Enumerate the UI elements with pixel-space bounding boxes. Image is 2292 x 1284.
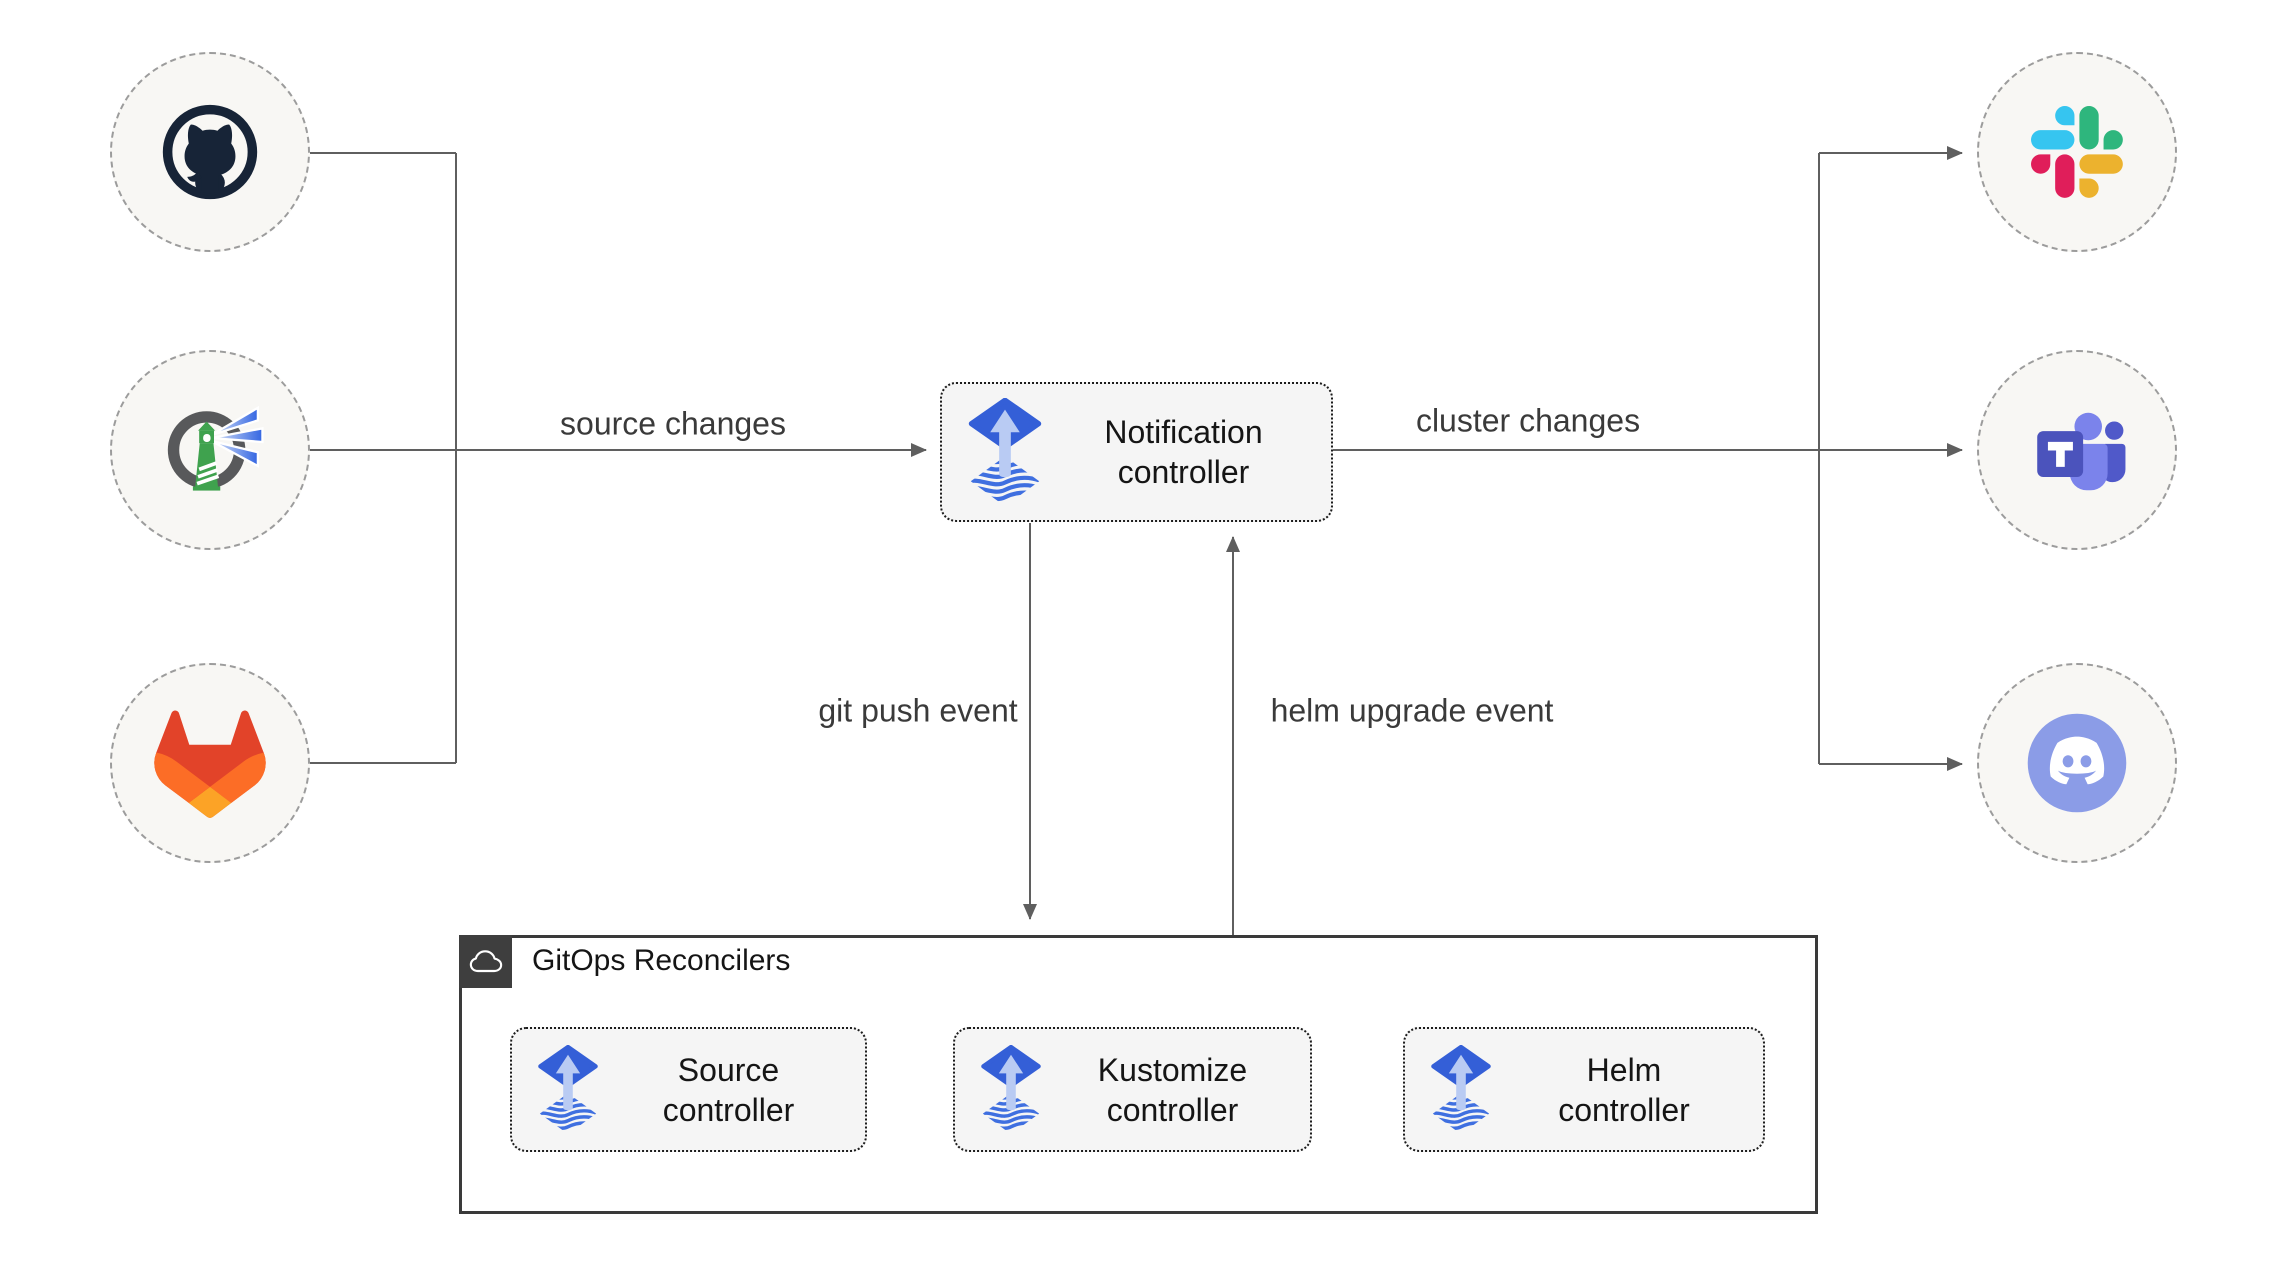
group-label: GitOps Reconcilers [532,944,791,977]
harbor-icon [153,393,267,507]
flux-icon [536,1045,600,1135]
microsoft-teams-icon [2026,399,2128,501]
source-node-gitlab [110,663,310,863]
gitlab-icon [149,705,271,821]
node-label-source: Source controller [662,1051,795,1128]
flux-icon [979,1045,1043,1135]
notifier-node-slack [1977,52,2177,252]
notifier-node-discord [1977,663,2177,863]
edge-label-helm-upgrade-event: helm upgrade event [1270,692,1554,729]
edge-label-git-push-event: git push event [818,692,1018,729]
edge-label-source-changes: source changes [560,405,786,442]
flux-icon [966,398,1044,507]
source-node-github [110,52,310,252]
discord-icon [2021,707,2133,819]
flux-icon [1429,1045,1493,1135]
github-icon [157,99,263,205]
node-label-notification: Notification controller [1104,414,1263,490]
node-helm-controller: Helm controller [1403,1027,1765,1152]
group-badge [459,935,512,988]
node-source-controller: Source controller [510,1027,867,1152]
notifier-node-ms-teams [1977,350,2177,550]
slack-icon [2031,106,2123,198]
cloud-icon [468,948,504,976]
node-notification-controller: Notification controller [940,382,1333,522]
node-label-helm: Helm controller [1558,1051,1690,1128]
edge-label-cluster-changes: cluster changes [1415,402,1641,439]
node-kustomize-controller: Kustomize controller [953,1027,1312,1152]
source-node-harbor [110,350,310,550]
node-label-kustomize: Kustomize controller [1097,1051,1248,1128]
